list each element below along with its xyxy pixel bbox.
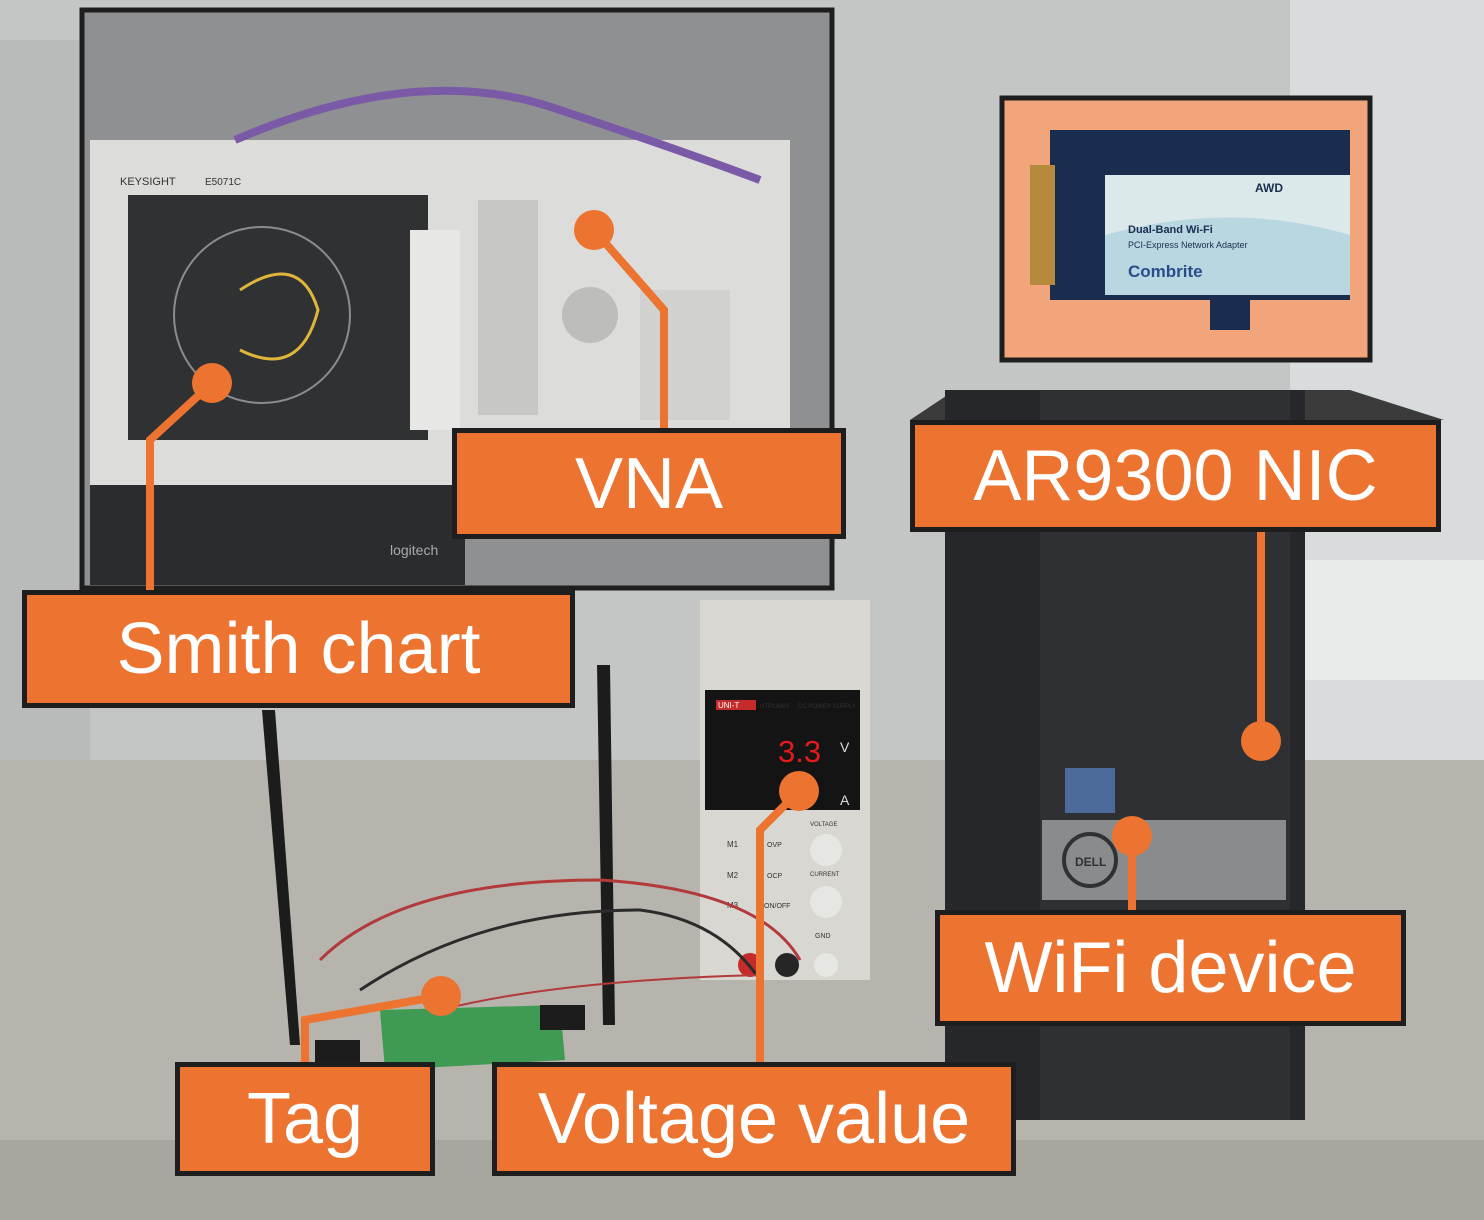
psu-m1-label: M1: [727, 840, 739, 849]
nic-label: AR9300 NIC: [910, 420, 1441, 532]
vna-model-text: E5071C: [205, 177, 241, 188]
psu-model-text: UTP1306S: [760, 704, 789, 710]
wifi-device-label: WiFi device: [935, 910, 1406, 1026]
vna-brand-text: KEYSIGHT: [120, 176, 176, 188]
wifi-device-marker: [1112, 816, 1152, 856]
psu-onoff-label: ON/OFF: [764, 903, 790, 910]
tag-hardware: [262, 665, 802, 1070]
tag-marker: [421, 976, 461, 1016]
smith-chart-label: Smith chart: [22, 590, 575, 708]
psu-ovp-label: OVP: [767, 842, 782, 849]
vna-inset-photo: KEYSIGHT E5071C logitech: [79, 7, 835, 591]
psu-current-knob-label: CURRENT: [810, 872, 840, 878]
card-brand-text: Combrite: [1128, 262, 1203, 281]
nic-marker: [1241, 721, 1281, 761]
psu-ocp-label: OCP: [767, 873, 783, 880]
voltage-readout: 3.3: [778, 734, 822, 769]
psu-brand-text: UNI-T: [718, 701, 739, 710]
pc-brand-text: DELL: [1075, 855, 1106, 869]
voltage-value-label: Voltage value: [492, 1062, 1016, 1176]
smith-chart-marker: [192, 363, 232, 403]
card-title-text: Dual-Band Wi-Fi: [1128, 224, 1213, 236]
psu-unit-a: A: [840, 792, 850, 808]
psu-type-text: DC POWER SUPPLY: [798, 704, 856, 710]
psu-gnd-label: GND: [815, 933, 831, 940]
tag-label: Tag: [175, 1062, 435, 1176]
card-badge-text: AWD: [1255, 181, 1283, 195]
keyboard-brand-text: logitech: [390, 542, 438, 558]
vna-marker: [574, 210, 614, 250]
card-subtitle-text: PCI-Express Network Adapter: [1128, 240, 1248, 250]
voltage-marker: [779, 771, 819, 811]
psu-voltage-knob-label: VOLTAGE: [810, 822, 837, 828]
psu-m2-label: M2: [727, 871, 739, 880]
vna-label: VNA: [452, 428, 846, 539]
callout-markers: [192, 210, 1281, 1016]
psu-unit-v: V: [840, 739, 850, 755]
